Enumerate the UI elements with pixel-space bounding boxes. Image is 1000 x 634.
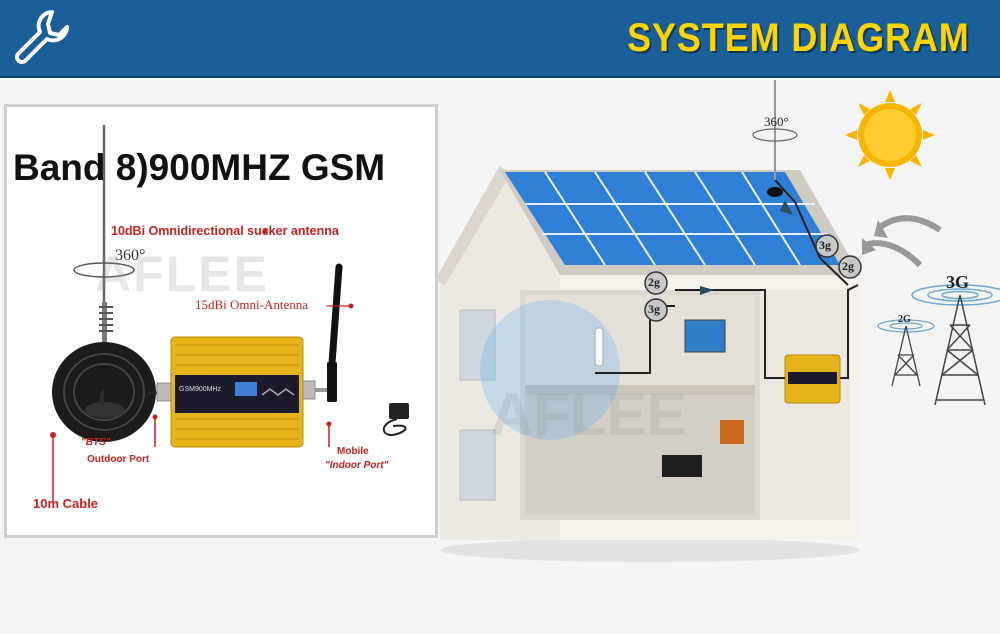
tower-2g-label: 2G [898,314,911,325]
bts-label: "BTS" [81,437,110,448]
page-title: SYSTEM DIAGRAM [627,16,970,61]
outdoor-port-label: Outdoor Port [87,454,149,465]
omni-antenna-label: 15dBi Omni-Antenna [195,297,308,313]
house-illustration [430,80,1000,629]
badge-3g-roof-label: 3g [819,238,831,253]
indoor-port-label: "Indoor Port" [325,460,388,471]
house-scene: 360° 3g 2g 2g 3g 3G 2G AFLEE [430,80,1000,629]
band-title: Band 8)900MHZ GSM [13,147,385,189]
badge-3g-indoor-label: 3g [648,302,660,317]
product-panel: GSM900MHz Band 8)900MHZ GSM 10dBi Omnidi… [4,104,438,538]
mobile-label: Mobile [337,446,369,457]
sun-icon [845,90,935,180]
sucker-antenna-label: 10dBi Omnidirectional sucker antenna [111,224,339,238]
cable-label: 10m Cable [33,496,98,511]
device-screen-text: GSM900MHz [179,386,222,393]
scene-watermark: AFLEE [490,380,687,449]
badge-2g-indoor-label: 2g [648,275,660,290]
header-bar: SYSTEM DIAGRAM [0,0,1000,78]
wrench-icon [8,4,74,70]
3g-tower [912,285,1000,405]
tower-3g-label: 3G [946,272,969,293]
watermark: AFLEE [95,245,269,303]
roof-rotation-label: 360° [764,114,789,130]
badge-2g-roof-label: 2g [842,259,854,274]
2g-tower [878,320,934,386]
